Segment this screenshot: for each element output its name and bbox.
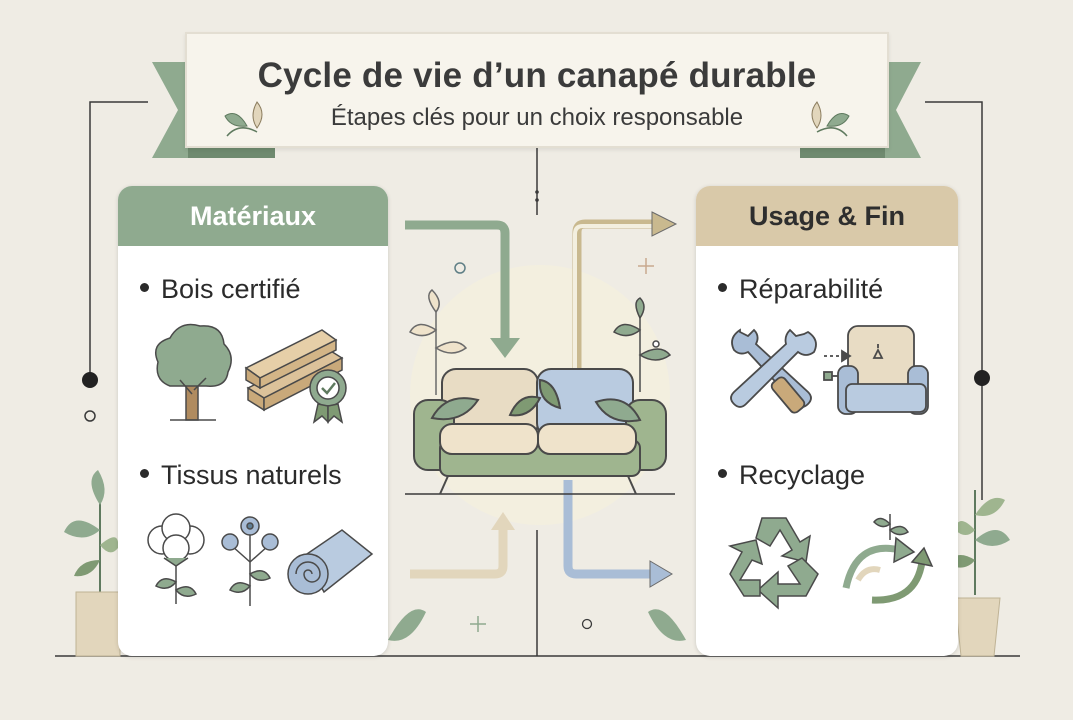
list-item-natural-fabrics: Tissus naturels <box>140 460 342 491</box>
usage-end-card-title: Usage & Fin <box>696 186 958 246</box>
usage-end-card: Usage & Fin Réparabilité <box>696 186 958 656</box>
potted-plant-left <box>64 470 121 657</box>
wood-planks-certified-icon <box>244 329 347 424</box>
left-connector-dot <box>82 372 98 388</box>
cotton-icon <box>147 513 205 604</box>
materials-card-title: Matériaux <box>118 186 388 246</box>
list-item-recycling: Recyclage <box>718 460 865 491</box>
plant-left-sofa <box>408 289 468 395</box>
fabric-roll-icon <box>287 529 374 595</box>
leaf-sprig-icon <box>811 101 850 137</box>
title-banner: Cycle de vie d’un canapé durable Étapes … <box>185 32 889 148</box>
recycle-icon <box>727 517 819 610</box>
bullet-icon <box>718 283 727 293</box>
sofa-icon <box>413 368 667 495</box>
arrow-up-beige <box>410 527 508 579</box>
wrench-screwdriver-icon <box>730 328 817 414</box>
bullet-icon <box>140 283 149 293</box>
arrow-down-green <box>405 220 510 340</box>
arrow-right-blue <box>563 480 650 579</box>
right-connector-line <box>925 101 983 500</box>
bullet-icon <box>140 469 149 479</box>
left-connector-line <box>89 101 148 380</box>
plant-right-sofa <box>612 297 672 392</box>
flax-flower-icon <box>221 516 279 606</box>
page-title: Cycle de vie d’un canapé durable <box>257 56 817 95</box>
leaf-sprig-icon <box>224 101 263 137</box>
list-item-certified-wood: Bois certifié <box>140 274 301 305</box>
right-connector-dot <box>974 370 990 386</box>
ribbon-right <box>885 62 921 158</box>
page-subtitle: Étapes clés pour un choix responsable <box>330 104 744 131</box>
materials-card: Matériaux Bois certifié <box>118 186 388 656</box>
bullet-icon <box>718 469 727 479</box>
list-item-repairability: Réparabilité <box>718 274 883 305</box>
potted-plant-right <box>948 490 1010 657</box>
armchair-repair-icon <box>823 325 929 415</box>
leaf-cycle-icon <box>842 514 934 604</box>
ribbon-left <box>152 62 188 158</box>
left-small-circle <box>84 410 96 422</box>
tree-icon <box>155 323 232 421</box>
